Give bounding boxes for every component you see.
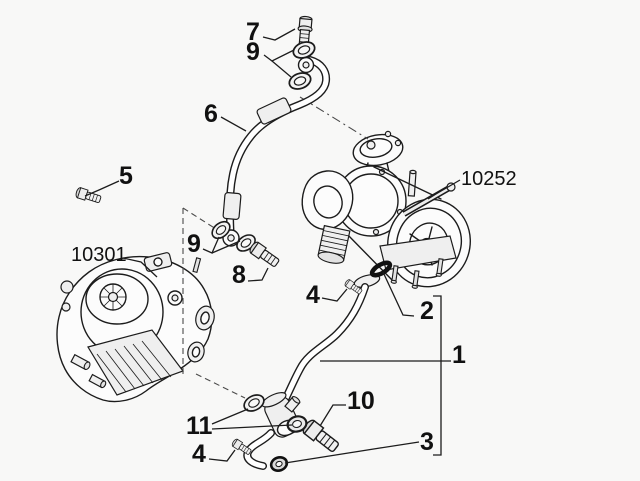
callout-8[interactable]: 8 [232,261,246,289]
callout-11[interactable]: 11 [186,412,213,440]
leader-9-top-a [263,49,295,62]
leader-3 [284,441,420,464]
callout-9-top[interactable]: 9 [246,38,260,66]
leader-11-b [211,424,293,430]
leader-10301 [122,257,158,278]
leader-11-a [211,408,249,425]
callout-5[interactable]: 5 [119,162,133,190]
leader-4-lower [208,449,236,462]
leader-5 [84,180,120,197]
callout-3[interactable]: 3 [420,428,434,456]
part-number-10252[interactable]: 10252 [461,168,517,190]
callout-4-upper[interactable]: 4 [306,281,320,309]
callout-7[interactable]: 7 [246,18,260,46]
part-number-10301[interactable]: 10301 [71,244,127,266]
callout-6[interactable]: 6 [204,100,218,128]
group-bracket-1 [433,295,442,456]
dashed-guide-banjo-to-turbo [299,96,369,140]
bolt-5-drawing [74,186,103,206]
callout-9-mid[interactable]: 9 [187,230,201,258]
banjo-bolt-drawing [297,15,313,45]
seal-11-right [286,415,308,433]
grommet-3-drawing [269,456,289,472]
turbocharger-drawing [301,130,471,289]
leader-6 [220,116,247,132]
oil-filter-housing-drawing [56,252,215,403]
leader-10 [319,404,346,427]
leader-9-mid-b [211,240,241,254]
leader-2 [382,271,415,317]
gasket-ring-lower [286,69,314,93]
dashed-guide-upper-port [182,207,217,230]
leader-8 [247,267,269,282]
leader-10252 [427,179,461,200]
leader-4-upper [321,288,348,302]
callout-10[interactable]: 10 [347,387,375,415]
callout-2[interactable]: 2 [420,297,434,325]
leader-9-top-b [271,60,292,78]
callout-1[interactable]: 1 [452,341,466,369]
leader-7 [262,28,296,41]
dashed-guide-lower-port [195,373,246,399]
callout-4-lower[interactable]: 4 [192,440,206,468]
bolt-8-drawing [247,240,282,270]
